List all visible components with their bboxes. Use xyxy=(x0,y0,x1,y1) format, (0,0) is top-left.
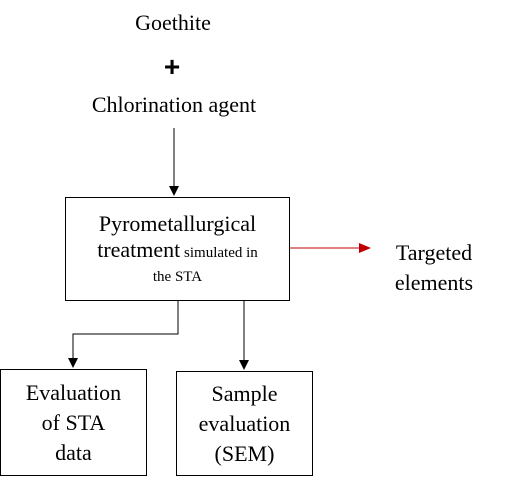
targeted-line-1: Targeted xyxy=(395,240,473,265)
sta-eval-line-3: data xyxy=(55,439,92,465)
sample-eval-line-2: evaluation xyxy=(198,410,291,436)
targeted-line-2: elements xyxy=(394,270,474,295)
process-line-2-small: simulated in xyxy=(180,244,258,261)
sample-eval-line-1: Sample xyxy=(211,380,278,406)
sample-eval-line-3: (SEM) xyxy=(214,440,275,466)
process-line-2: treatment simulated in xyxy=(97,237,258,266)
arrow-process-to-sta-eval xyxy=(68,301,179,368)
sample-evaluation-box xyxy=(176,371,313,476)
sta-eval-line-2: of STA xyxy=(41,409,106,435)
process-line-3: the STA xyxy=(152,268,203,285)
sta-evaluation-box xyxy=(0,369,147,476)
process-box xyxy=(65,197,290,301)
plus-sign: + xyxy=(163,51,181,82)
process-text: Pyrometallurgical treatment simulated in… xyxy=(65,197,290,301)
process-line-2-main: treatment xyxy=(97,236,181,262)
goethite-label: Goethite xyxy=(135,10,211,35)
chlorination-agent-label: Chlorination agent xyxy=(91,92,257,117)
sta-eval-line-1: Evaluation xyxy=(25,379,122,405)
sta-evaluation-text: Evaluation of STA data xyxy=(0,369,147,476)
targeted-elements-label: Targeted elements xyxy=(374,238,494,298)
process-line-1: Pyrometallurgical xyxy=(98,210,257,236)
sample-evaluation-text: Sample evaluation (SEM) xyxy=(176,371,313,476)
